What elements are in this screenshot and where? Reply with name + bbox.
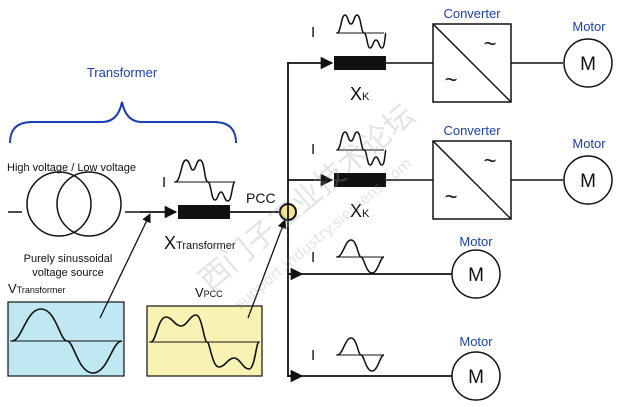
v-transformer-waveform-box [7, 301, 125, 377]
branch-4-motor[interactable]: M [451, 351, 501, 401]
transformer-brace [9, 101, 237, 144]
v-pcc-pointer [247, 219, 287, 319]
main-current-symbol: I [162, 174, 166, 191]
branch-1-converter-ac-out: ~ [484, 31, 497, 56]
branch-2-xk-label: XK [350, 201, 370, 221]
branch-3: I Motor M [288, 234, 501, 299]
v-transformer-pointer [99, 213, 151, 319]
branch-2-current-waveform [336, 131, 387, 166]
branch-2-converter-label: Converter [443, 123, 501, 138]
branch-2-motor-label: Motor [572, 136, 606, 151]
branch-2-converter-ac-out: ~ [484, 148, 497, 173]
hv-lv-label: High voltage / Low voltage [7, 162, 136, 174]
x-transformer-reactance [178, 205, 230, 219]
svg-text:M: M [580, 54, 596, 75]
branch-2-converter[interactable]: ~ ~ [432, 140, 512, 220]
v-transformer-sine [11, 308, 123, 374]
branch-3-current-symbol: I [311, 249, 315, 266]
branch-1-converter[interactable]: ~ ~ [432, 23, 512, 103]
v-pcc-label: VPCC [195, 285, 223, 300]
svg-text:M: M [468, 265, 484, 286]
v-transformer-label: VTransformer [8, 281, 65, 296]
branch-4-current-symbol: I [311, 347, 315, 364]
branch-1: I XK Converter ~ ~ Motor M [288, 6, 613, 104]
branch-1-motor-label: Motor [572, 19, 606, 34]
watermark-cn: 西门子工业技术论坛 [193, 98, 422, 298]
transformer-symbol [8, 171, 140, 237]
branch-3-motor-label: Motor [459, 234, 493, 249]
branch-1-xk-label: XK [350, 84, 370, 104]
branch-2-current-symbol: I [311, 141, 315, 158]
branch-1-motor[interactable]: M [563, 38, 613, 88]
branch-4: I Motor M [288, 334, 501, 401]
branch-1-converter-label: Converter [443, 6, 501, 21]
branch-1-xk [334, 56, 386, 70]
v-pcc-waveform-box [146, 305, 263, 377]
branch-1-current-waveform [336, 14, 387, 49]
source-label-line1: Purely sinussoidal [24, 253, 113, 265]
svg-text:M: M [580, 171, 596, 192]
svg-text:M: M [468, 367, 484, 388]
branch-3-current-waveform [336, 239, 385, 274]
transformer-title: Transformer [87, 65, 158, 80]
branch-4-motor-label: Motor [459, 334, 493, 349]
main-current-waveform [174, 159, 236, 202]
branch-4-current-waveform [336, 337, 385, 372]
branch-1-converter-ac-in: ~ [445, 67, 458, 92]
branch-2-xk [334, 173, 386, 187]
pcc-label: PCC [246, 190, 276, 206]
branch-2-motor[interactable]: M [563, 155, 613, 205]
branch-2: I XK Converter ~ ~ Motor M [288, 123, 613, 221]
v-pcc-distorted-wave [150, 314, 260, 370]
source-label-line2: voltage source [32, 267, 104, 279]
branch-1-current-symbol: I [311, 24, 315, 41]
x-transformer-label: XTransformer [164, 233, 236, 253]
branch-2-converter-ac-in: ~ [445, 184, 458, 209]
branch-3-motor[interactable]: M [451, 249, 501, 299]
